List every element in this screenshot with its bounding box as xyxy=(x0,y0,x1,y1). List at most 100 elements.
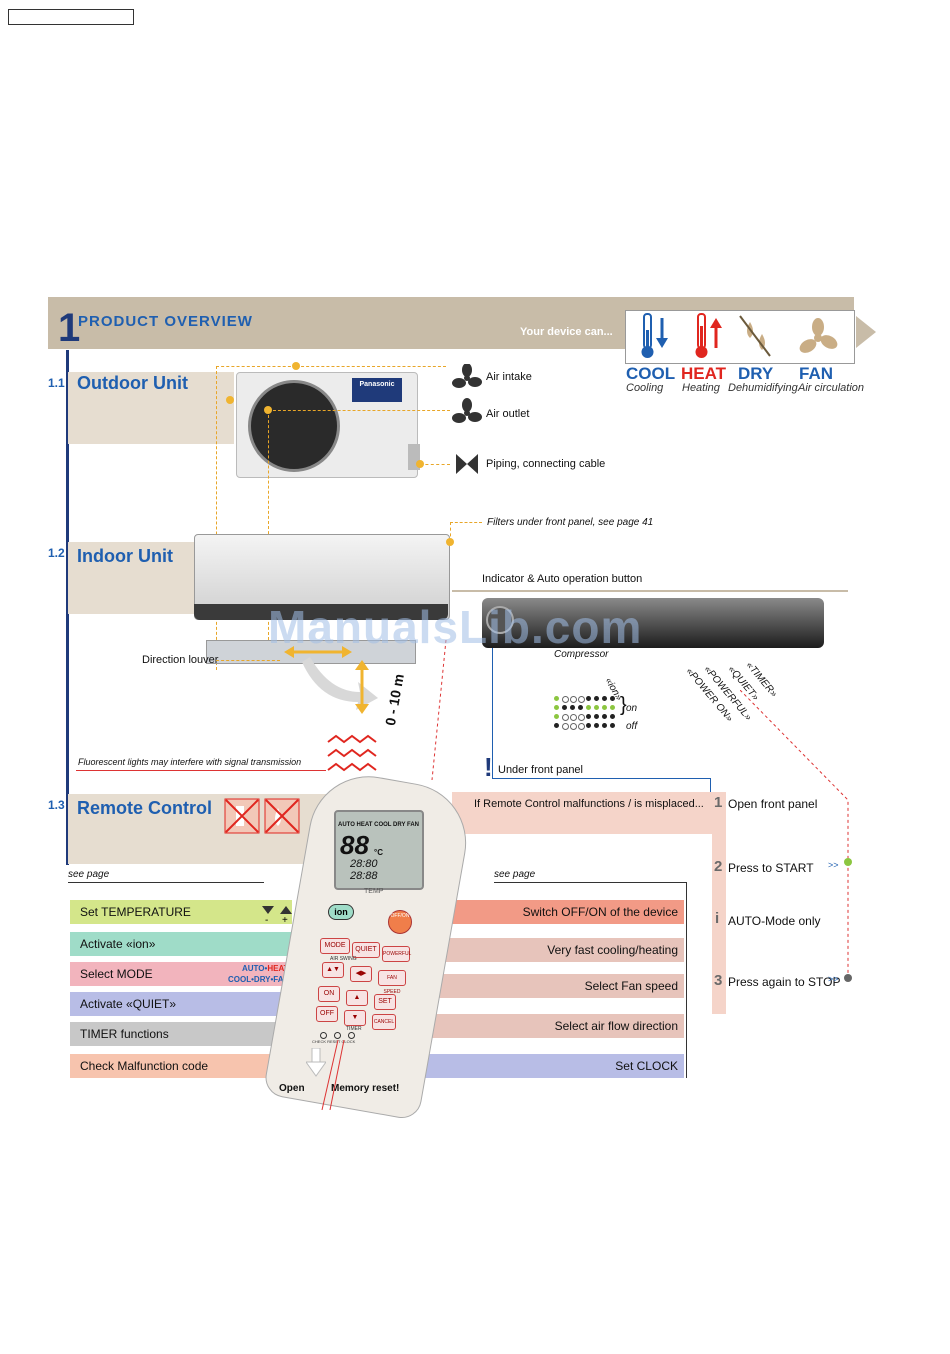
mode-heat-title: HEAT xyxy=(681,364,727,383)
leader-line xyxy=(492,778,710,779)
indicator-dot xyxy=(586,714,591,719)
step-i-label: AUTO-Mode only xyxy=(728,914,821,928)
fluorescent-note: Fluorescent lights may interfere with si… xyxy=(78,757,302,767)
indicator-dot xyxy=(554,705,559,710)
temp-arrows-icon: - + xyxy=(262,906,292,924)
ion-button[interactable]: ion xyxy=(328,904,354,920)
off-on-label: OFF/ON xyxy=(390,913,410,919)
timer-up-button[interactable]: ▲ xyxy=(346,990,368,1006)
memory-reset-label: Memory reset! xyxy=(331,1083,400,1094)
mode-fan-title: FAN xyxy=(799,364,833,383)
fan-icon xyxy=(799,318,838,353)
leader-line xyxy=(450,522,451,542)
indoor-number: 1.2 xyxy=(48,546,65,560)
indicator-dot xyxy=(578,696,585,703)
timer-on-button[interactable]: ON xyxy=(318,986,340,1002)
leader-dot xyxy=(446,538,454,546)
indoor-title-bg xyxy=(68,542,194,614)
reset-leader-lines xyxy=(321,1040,345,1110)
indicator-dot xyxy=(578,714,585,721)
clock-button[interactable] xyxy=(348,1032,355,1039)
indicator-dot xyxy=(578,723,585,730)
watermark: ManualsLib.com xyxy=(268,601,643,653)
off-on-button[interactable]: OFF/ON xyxy=(388,910,412,934)
airflow-arrow-icon xyxy=(302,657,378,710)
step-1-label: Open front panel xyxy=(728,797,818,811)
indicator-dot xyxy=(594,723,599,728)
see-page-left-rule xyxy=(68,882,264,883)
remote-title: Remote Control xyxy=(77,798,212,818)
distance-label: 0 - 10 m xyxy=(382,672,407,727)
function-row-right: Select air flow direction xyxy=(424,1014,684,1038)
quiet-button[interactable]: QUIET xyxy=(352,942,380,958)
indicator-dot xyxy=(586,696,591,701)
air-swing-horizontal-button[interactable]: ◀▶ xyxy=(350,966,372,982)
fan-speed-button[interactable]: FAN SPEED xyxy=(378,970,406,995)
powerful-button[interactable]: POWERFUL xyxy=(382,946,411,962)
indicator-dot xyxy=(610,723,615,728)
mode-hint-line1: AUTO•HEAT xyxy=(242,964,289,973)
fluorescent-rule xyxy=(76,770,326,771)
leader-line xyxy=(268,410,450,411)
brace-icon: } xyxy=(620,694,627,716)
thermometer-down-icon xyxy=(641,313,668,358)
red-dashed-leader xyxy=(740,690,852,982)
compressor-label: Compressor xyxy=(554,649,609,660)
leader-line xyxy=(268,410,269,640)
air-outlet-fan-icon xyxy=(452,398,482,423)
step-3-number: 3 xyxy=(714,972,723,989)
mode-dry-sub: Dehumidifying xyxy=(728,382,798,394)
lcd-time1: 28:80 xyxy=(350,858,378,870)
leader-line xyxy=(216,366,217,670)
louver-label: Direction louver xyxy=(142,654,219,666)
mode-heat-sub: Heating xyxy=(682,382,720,394)
indicator-dot xyxy=(570,714,577,721)
air-intake-fan-icon xyxy=(452,364,482,388)
svg-text:-: - xyxy=(265,915,268,924)
function-row-left: Set TEMPERATURE xyxy=(70,900,292,924)
timer-down-button[interactable]: ▼ xyxy=(344,1010,366,1026)
mode-cool-title: COOL xyxy=(626,364,676,383)
valve-icon xyxy=(456,454,478,474)
auto-operation-button[interactable] xyxy=(486,606,514,634)
indicator-dot xyxy=(602,723,607,728)
leftright-arrow-icon xyxy=(284,646,352,658)
signal-line xyxy=(431,640,447,780)
function-row-right: Switch OFF/ON of the device xyxy=(436,900,684,924)
indicator-rule xyxy=(452,590,848,592)
step-3-arrows: >> xyxy=(828,974,839,984)
leader-dot xyxy=(292,362,300,370)
indicator-dot xyxy=(570,696,577,703)
cancel-button[interactable]: CANCEL xyxy=(372,1014,396,1030)
air-swing-vertical-button[interactable]: ▲▼ xyxy=(322,962,344,978)
piping-label: Piping, connecting cable xyxy=(486,458,606,470)
off-label: off xyxy=(626,721,638,732)
mode-dry-title: DRY xyxy=(738,364,774,383)
leader-line xyxy=(450,522,482,523)
lcd-time2: 28:88 xyxy=(350,870,378,882)
indicator-dot xyxy=(570,705,575,710)
on-label: on xyxy=(626,703,638,714)
filters-label: Filters under front panel, see page 41 xyxy=(487,517,654,528)
section-title: PRODUCT OVERVIEW xyxy=(78,313,253,330)
indoor-title: Indoor Unit xyxy=(77,546,173,566)
function-row-left: Select MODE xyxy=(70,962,292,986)
check-button[interactable] xyxy=(320,1032,327,1039)
timer-off-button[interactable]: OFF xyxy=(316,1006,338,1022)
indicator-dot xyxy=(562,705,567,710)
no-liquid-icon xyxy=(264,798,300,834)
svg-text:+: + xyxy=(282,915,288,924)
section-number: 1 xyxy=(58,306,81,350)
bottom-buttons xyxy=(312,1032,362,1039)
remote-number: 1.3 xyxy=(48,798,65,812)
step-2-number: 2 xyxy=(714,858,723,875)
reset-button[interactable] xyxy=(334,1032,341,1039)
mode-hint-line2: COOL•DRY•FAN xyxy=(228,975,290,984)
indicator-dot xyxy=(562,723,569,730)
set-button[interactable]: SET xyxy=(374,994,396,1010)
outdoor-title: Outdoor Unit xyxy=(77,373,188,393)
indicator-dot xyxy=(554,714,559,719)
mode-button[interactable]: MODE xyxy=(320,938,350,954)
leader-dot xyxy=(416,460,424,468)
function-row-right: Set CLOCK xyxy=(418,1054,684,1078)
